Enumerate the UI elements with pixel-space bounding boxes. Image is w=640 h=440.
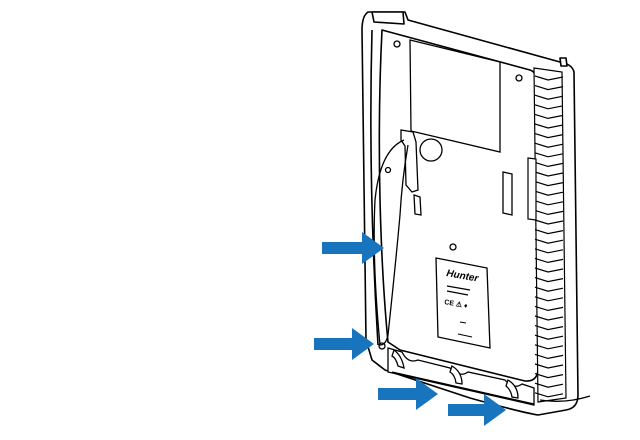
rib-line — [534, 344, 564, 350]
rib-line — [534, 353, 564, 360]
rib-line — [534, 181, 564, 187]
rib-line — [534, 104, 564, 110]
trailing-cable — [539, 395, 591, 402]
rib-line — [534, 123, 564, 129]
arrow-bottom-left — [378, 378, 438, 410]
bracket-tab — [413, 194, 422, 216]
channel-knockout-1 — [391, 348, 405, 369]
rib-line — [534, 315, 564, 321]
bottom-channel — [387, 347, 535, 406]
rib-line — [534, 171, 564, 177]
rib-line — [534, 392, 564, 398]
middle-screw-hole — [449, 243, 457, 251]
arrow-bottom-right — [448, 394, 506, 426]
right-mount-hole — [515, 74, 523, 82]
bracket-body — [400, 129, 419, 193]
top-recess — [409, 39, 501, 153]
rib-line — [534, 373, 564, 379]
blue-arrows — [314, 232, 506, 426]
rib-line — [534, 142, 564, 148]
housing-top-post — [559, 57, 568, 67]
arrow-lower-left-edge — [314, 328, 374, 360]
top-mount-hole — [393, 40, 401, 48]
cable-bracket — [384, 129, 422, 216]
rib-line — [534, 94, 564, 100]
rib-line — [534, 325, 564, 331]
rib-line — [534, 85, 564, 91]
rib-line — [534, 382, 564, 388]
rib-line — [534, 190, 564, 196]
rib-line — [534, 267, 564, 273]
rib-line — [534, 238, 564, 244]
housing-left-rib — [370, 29, 379, 346]
rib-line — [534, 257, 564, 264]
rib-line — [534, 334, 564, 340]
rib-lines — [534, 75, 564, 398]
rib-line — [534, 152, 564, 158]
rib-line — [534, 113, 564, 120]
rib-line — [534, 209, 564, 216]
rib-line — [534, 200, 564, 206]
rib-line — [534, 363, 564, 369]
rib-line — [534, 305, 564, 312]
arrow-upper-left-edge — [322, 232, 384, 264]
rib-line — [534, 277, 564, 283]
right-notch — [527, 157, 537, 221]
bracket-screw — [384, 166, 392, 174]
rib-line — [534, 229, 564, 235]
label-lower-lines — [457, 321, 473, 338]
center-round-hole — [419, 138, 443, 162]
label-text-lines — [446, 285, 471, 296]
channel-rail — [391, 371, 535, 405]
label-plate — [435, 257, 491, 349]
ribbed-right-edge — [533, 67, 567, 403]
side-slot — [502, 171, 513, 216]
channel-knockout-3 — [505, 379, 519, 399]
channel-knockout-2 — [449, 365, 463, 385]
rib-line — [534, 75, 564, 81]
rib-line — [534, 296, 564, 302]
product-label: Hunter CE ⚠ ♦ — [435, 257, 491, 349]
rib-line — [534, 248, 564, 254]
cable-wire — [373, 139, 409, 346]
housing-top-hinge — [371, 11, 405, 25]
rib-line — [534, 286, 564, 292]
rib-line — [534, 219, 564, 225]
rib-line — [534, 161, 564, 168]
rib-line — [534, 133, 564, 139]
